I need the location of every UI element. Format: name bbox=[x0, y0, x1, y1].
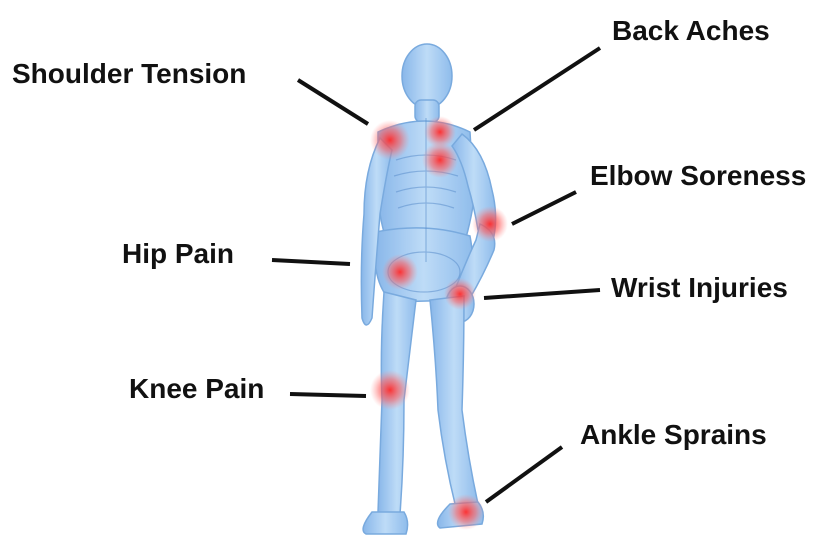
label-wrist-injuries: Wrist Injuries bbox=[611, 274, 788, 302]
pain-spot-elbow bbox=[472, 206, 508, 242]
pain-spot-hip bbox=[382, 254, 418, 290]
label-elbow-soreness: Elbow Soreness bbox=[590, 162, 806, 190]
pain-spot-shoulder bbox=[370, 120, 410, 160]
pain-spot-ankle bbox=[448, 494, 484, 530]
leader-line-back bbox=[474, 48, 600, 130]
leader-line-hip bbox=[272, 260, 350, 264]
label-back-aches: Back Aches bbox=[612, 17, 770, 45]
left-foot bbox=[363, 512, 408, 534]
head bbox=[402, 44, 452, 108]
leader-line-shoulder bbox=[298, 80, 368, 124]
human-body-figure bbox=[361, 44, 495, 534]
pain-spot-back-mid bbox=[422, 142, 458, 178]
label-knee-pain: Knee Pain bbox=[129, 375, 264, 403]
label-ankle-sprains: Ankle Sprains bbox=[580, 421, 767, 449]
label-shoulder-tension: Shoulder Tension bbox=[12, 60, 246, 88]
pain-spot-wrist bbox=[444, 278, 476, 310]
label-hip-pain: Hip Pain bbox=[122, 240, 234, 268]
leader-line-elbow bbox=[512, 192, 576, 224]
leader-line-knee bbox=[290, 394, 366, 396]
leader-line-wrist bbox=[484, 290, 600, 298]
pain-spot-knee bbox=[370, 370, 410, 410]
right-leg bbox=[430, 296, 478, 508]
leader-line-ankle bbox=[486, 447, 562, 502]
